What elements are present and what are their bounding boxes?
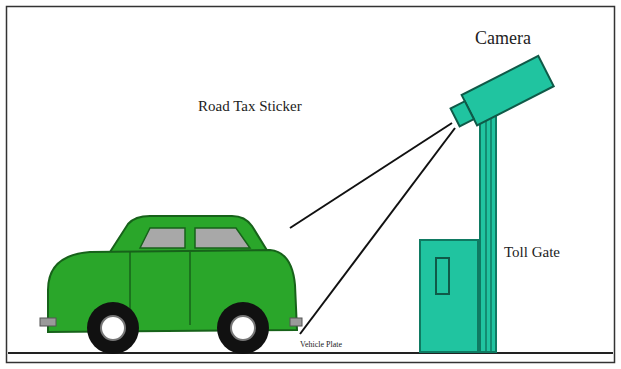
sight-line xyxy=(290,123,452,228)
frame-border xyxy=(7,7,615,363)
camera-label: Camera xyxy=(475,28,531,49)
ground-line xyxy=(8,352,613,354)
sight-line xyxy=(300,128,455,334)
car-illustration xyxy=(40,216,302,354)
camera-symbol xyxy=(447,56,553,133)
booth-window xyxy=(436,258,449,294)
toll-booth xyxy=(420,240,478,352)
sticker-label: Road Tax Sticker xyxy=(198,98,302,115)
toll-gate-label: Toll Gate xyxy=(504,244,560,261)
pole-stripe xyxy=(490,102,492,352)
plate-label: Vehicle Plate xyxy=(300,340,342,349)
camera-pole xyxy=(480,100,496,352)
pole-stripe xyxy=(485,102,487,352)
